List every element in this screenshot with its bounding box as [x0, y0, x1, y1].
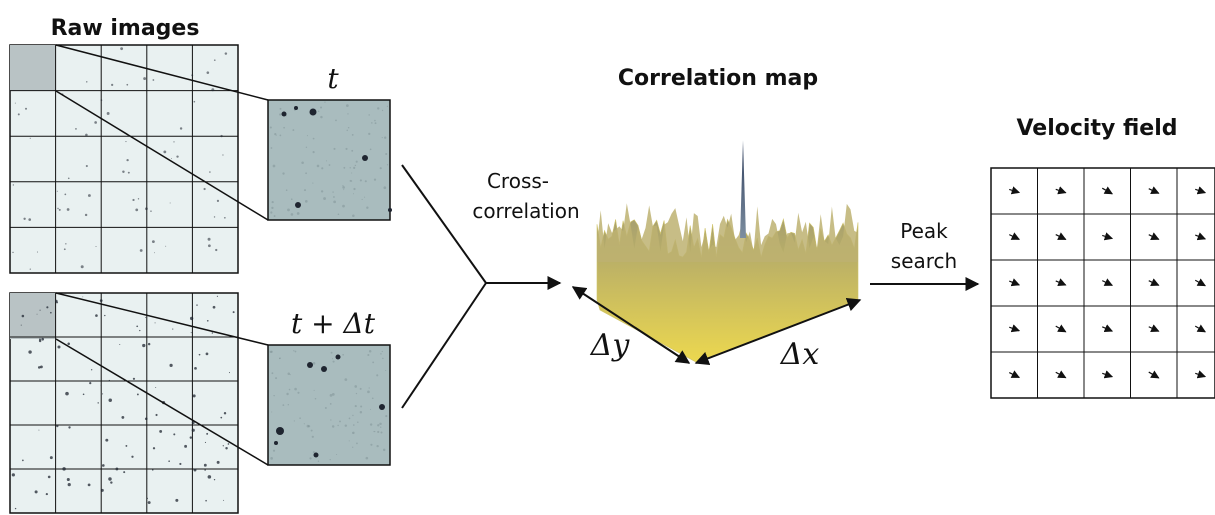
velocity-vector: [1195, 370, 1207, 379]
velocity-vector: [1102, 232, 1114, 241]
velocity-vector: [1102, 370, 1114, 379]
correlation-peak: [740, 140, 746, 238]
velocity-vector: [1008, 370, 1021, 378]
velocity-vector: [1101, 186, 1113, 195]
velocity-field-grid: [990, 167, 1215, 399]
velocity-vector: [1055, 370, 1067, 379]
velocity-vector: [1148, 370, 1160, 379]
frame-label-t-dt: t + Δt: [291, 307, 376, 340]
velocity-vector: [1008, 232, 1021, 240]
velocity-vector: [1148, 232, 1160, 240]
velocity-vector: [1194, 278, 1206, 287]
velocity-vector: [1009, 324, 1021, 333]
velocity-field-title: Velocity field: [1016, 116, 1177, 141]
zoom-lines: [55, 44, 269, 466]
velocity-vector: [1195, 186, 1207, 195]
peak-search-label-2: search: [891, 249, 957, 273]
velocity-vector: [1055, 186, 1067, 195]
velocity-vector: [1009, 278, 1021, 287]
raw-image-frame-2: [9, 292, 239, 514]
velocity-vector: [1148, 278, 1160, 286]
peak-search-label-1: Peak: [900, 219, 948, 243]
delta-x-label: Δx: [780, 337, 820, 372]
velocity-vector: [1148, 324, 1160, 332]
velocity-vector: [1194, 324, 1206, 333]
frame-label-t: t: [327, 62, 339, 95]
merge-lines: [401, 164, 487, 409]
velocity-vector: [1195, 232, 1207, 241]
velocity-vector: [1055, 324, 1067, 333]
cross-correlation-label-2: correlation: [472, 199, 579, 223]
delta-x-axis-arrow: [694, 297, 862, 366]
cross-correlation-label-1: Cross-: [487, 169, 549, 193]
delta-y-axis-arrow: [571, 286, 691, 364]
raw-images-title: Raw images: [51, 16, 200, 41]
raw-image-frame-1: [9, 44, 239, 274]
velocity-vector: [1055, 232, 1067, 240]
interrogation-window-1: [267, 99, 392, 221]
velocity-vector: [1102, 324, 1114, 333]
velocity-vector: [1009, 186, 1021, 195]
correlation-map-title: Correlation map: [618, 66, 818, 91]
velocity-vector: [1055, 278, 1067, 287]
velocity-vector: [1148, 186, 1160, 194]
interrogation-window-2: [267, 344, 391, 466]
delta-y-label: Δy: [590, 328, 631, 363]
velocity-vector: [1101, 278, 1114, 286]
